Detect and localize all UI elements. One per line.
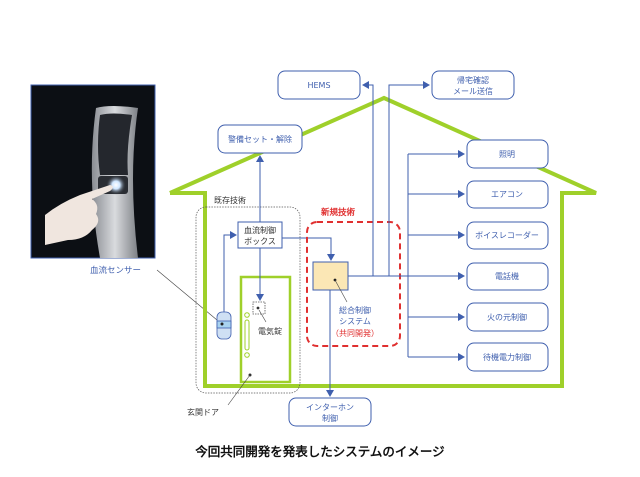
joint-development-label: （共同開発） xyxy=(331,329,379,338)
system-line1: 総合制御 xyxy=(339,305,371,315)
hems-label: HEMS xyxy=(307,81,330,90)
fire-control-label: 火の元制御 xyxy=(487,312,527,322)
existing-tech-title: 既存技術 xyxy=(214,195,246,205)
arrow-sensor-to-control xyxy=(223,231,237,312)
return-mail-line1: 帰宅確認 xyxy=(457,75,489,85)
sensor-leader-line xyxy=(156,269,224,326)
device-box-telephone: 電話機 xyxy=(466,262,549,291)
arrow-control-to-system xyxy=(282,237,335,261)
door-handle xyxy=(244,319,250,351)
intercom-line2: 制御 xyxy=(322,413,338,423)
sensor-label: 血流センサー xyxy=(90,265,141,276)
entrance-door-label: 玄関ドア xyxy=(187,407,219,417)
voice-recorder-label: ボイスレコーダー xyxy=(475,230,539,240)
finger-hand xyxy=(45,185,113,245)
device-box-fire-control: 火の元制御 xyxy=(466,302,549,332)
integrated-control-box xyxy=(312,261,349,291)
hems-box: HEMS xyxy=(277,70,361,100)
entrance-door xyxy=(239,275,292,384)
lighting-label: 照明 xyxy=(499,150,515,159)
arrow-to-return-mail xyxy=(388,81,430,276)
new-tech-region xyxy=(306,221,401,347)
diagram-caption: 今回共同開発を発表したシステムのイメージ xyxy=(195,444,445,459)
return-mail-box: 帰宅確認 メール送信 xyxy=(431,70,515,100)
blood-flow-control-line1: 血流制御 xyxy=(244,225,276,235)
device-box-standby-power: 待機電力制御 xyxy=(466,342,549,372)
intercom-box: インターホン 制御 xyxy=(288,397,372,427)
door-hinge-icon xyxy=(244,312,250,318)
house-outline xyxy=(169,95,597,388)
device-box-lighting: 照明 xyxy=(466,139,549,169)
sensor-photo xyxy=(30,84,156,259)
panel-screen xyxy=(98,113,132,175)
device-box-voice-recorder: ボイスレコーダー xyxy=(466,221,549,250)
standby-power-label: 待機電力制御 xyxy=(483,352,531,362)
telephone-label: 電話機 xyxy=(495,271,519,281)
security-box: 警備セット・解除 xyxy=(217,124,303,154)
intercom-line1: インターホン xyxy=(306,403,354,412)
new-tech-title: 新規技術 xyxy=(321,207,356,218)
arrow-to-hems xyxy=(362,81,374,276)
sensor-light xyxy=(106,175,126,195)
existing-tech-region xyxy=(195,206,301,394)
security-label: 警備セット・解除 xyxy=(228,134,292,144)
system-line2: システム xyxy=(339,317,371,326)
electric-lock-label: 電気錠 xyxy=(258,326,282,336)
return-mail-line2: メール送信 xyxy=(453,86,493,96)
blood-flow-control-line2: ボックス xyxy=(244,237,276,246)
aircon-label: エアコン xyxy=(491,190,523,199)
door-hinge-icon xyxy=(244,352,250,358)
device-box-aircon: エアコン xyxy=(466,180,549,209)
door-leader-line xyxy=(227,374,251,406)
